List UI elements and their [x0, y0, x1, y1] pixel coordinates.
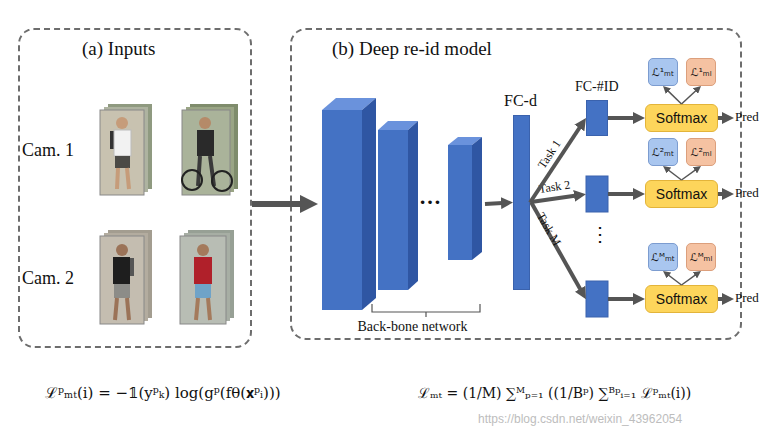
flow-arrow [608, 297, 639, 301]
loss-label: ℒ¹ₘₗ [690, 66, 711, 79]
loss-box: ℒᴹₘₗ [686, 243, 716, 271]
flow-arrow [608, 116, 639, 120]
person-legs [115, 298, 129, 320]
ellipsis: ⋮ [590, 222, 610, 246]
loss-box: ℒᴹₘₜ [648, 243, 678, 271]
fc-layer [586, 176, 608, 212]
box-label: Softmax [656, 186, 707, 202]
formula: ℒₘₜ = (1/M) ∑ᴹₚ₌₁ ((1/Bᵖ) ∑ᴮᵖᵢ₌₁ ℒᵖₘₜ(i)… [418, 383, 691, 402]
person-shorts [114, 284, 130, 298]
softmax-box: Softmax [645, 285, 718, 313]
layer-label: FC-d [504, 92, 537, 110]
person-shorts [195, 284, 211, 298]
person-head [116, 117, 128, 129]
loss-arrow [666, 168, 682, 180]
bicycle-wheel [182, 170, 202, 190]
softmax-box: Softmax [645, 104, 718, 132]
layer-front [378, 130, 408, 290]
group-title: (b) Deep re-id model [332, 38, 492, 60]
person-photo [180, 230, 234, 324]
person-head [116, 244, 128, 256]
backbone-network: Back-bone network [318, 95, 485, 337]
task-label: Task 1 [535, 137, 565, 172]
flow-arrow [608, 192, 639, 196]
layer-label: FC-#ID [575, 79, 619, 95]
fc-layer [586, 281, 608, 317]
loss-arrow [682, 89, 699, 104]
network-label: Back-bone network [340, 319, 485, 335]
output-label: Pred [735, 109, 759, 125]
person-torso [194, 257, 212, 284]
person-head [199, 117, 211, 129]
softmax-box: Softmax [645, 180, 718, 208]
person-torso [113, 257, 130, 284]
box-label: Softmax [656, 291, 707, 307]
camera-label: Cam. 2 [22, 268, 74, 289]
bracket [372, 304, 480, 317]
person-shorts [115, 156, 130, 168]
loss-label: ℒᴹₘₗ [690, 251, 713, 264]
loss-arrow [666, 273, 682, 285]
loss-box: ℒ²ₘₗ [686, 138, 716, 166]
person-legs [196, 298, 210, 320]
person-legs [117, 168, 129, 189]
loss-box: ℒ²ₘₜ [648, 138, 678, 166]
loss-label: ℒᴹₘₜ [651, 251, 675, 264]
layer-front [448, 145, 472, 260]
pred-arrow [718, 116, 728, 120]
group-box: (a) Inputs [18, 28, 252, 348]
layer-side [472, 137, 482, 260]
person-torso [197, 130, 214, 156]
photo-frame [180, 236, 226, 324]
person-photo [100, 230, 152, 324]
person-photo [100, 104, 152, 195]
layer-side [362, 98, 376, 310]
box-label: Softmax [656, 110, 707, 126]
camera-label: Cam. 1 [22, 140, 74, 161]
bicycle-wheel [212, 171, 232, 191]
person-photo [182, 104, 238, 195]
loss-arrow [682, 273, 698, 285]
output-label: Pred [735, 185, 759, 201]
loss-box: ℒ¹ₘₜ [648, 58, 678, 86]
task-arrow [531, 195, 580, 202]
loss-arrow [682, 168, 698, 180]
loss-arrow [666, 89, 682, 104]
ellipsis: … [419, 184, 441, 210]
fc-layer: FC-d [513, 115, 530, 290]
loss-label: ℒ²ₘₗ [690, 146, 711, 159]
layer-side [408, 121, 418, 290]
flow-arrow [530, 123, 583, 202]
group-title: (a) Inputs [82, 38, 155, 60]
loss-label: ℒ¹ₘₜ [652, 66, 674, 79]
pred-arrow [718, 297, 728, 301]
flow-arrow [252, 201, 309, 207]
loss-box: ℒ¹ₘₗ [686, 58, 716, 86]
task-arrow [531, 202, 583, 294]
fc-layer: FC-#ID [586, 100, 608, 136]
watermark: https://blog.csdn.net/weixin_43962054 [478, 412, 682, 426]
pred-arrow [718, 192, 728, 196]
backbone-layers [322, 98, 482, 310]
flow-arrow [485, 203, 507, 204]
task-label: Task 2 [538, 178, 571, 197]
person-head [197, 244, 209, 256]
layer-front [322, 110, 362, 310]
output-label: Pred [735, 290, 759, 306]
formula: ℒᵖₘₜ(i) = −𝟙(yᵖₖ) log(gᵖ(fθ(𝐱ᵖᵢ))) [45, 382, 281, 402]
group-box: (b) Deep re-id modelBack-bone network FC-… [290, 28, 742, 340]
photo-frame [182, 110, 230, 195]
loss-label: ℒ²ₘₜ [652, 146, 674, 159]
photo-frame [100, 236, 144, 324]
task-label: Task M [533, 210, 564, 249]
person-torso [114, 130, 131, 156]
photo-frame [100, 110, 144, 195]
